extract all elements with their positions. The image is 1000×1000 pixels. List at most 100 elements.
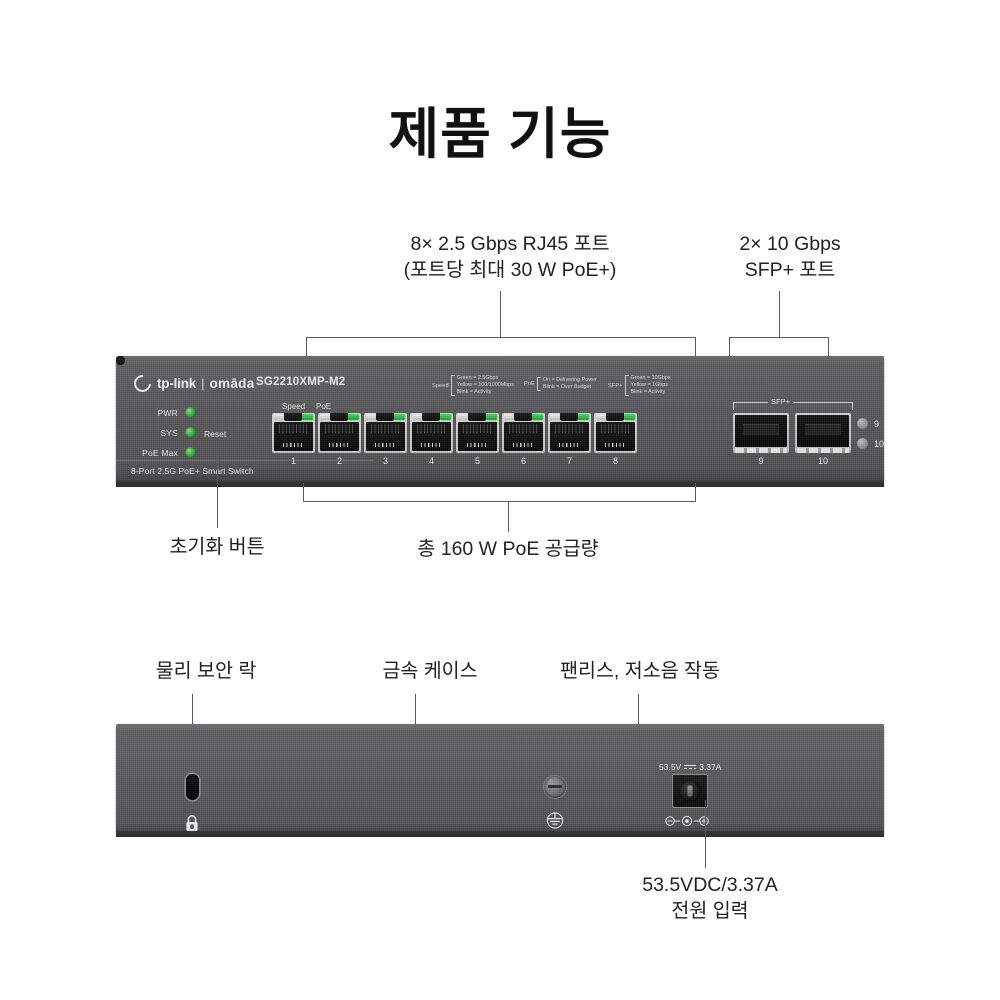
panel-divider: [116, 460, 374, 461]
rj45-port-group: [272, 413, 637, 453]
port-cavity: [320, 422, 359, 451]
rj45-port-number: 8: [612, 456, 618, 466]
power-input-jack[interactable]: [672, 774, 708, 808]
legend-speed: Speed Green = 2.5Gbps Yellow = 100/1000M…: [432, 375, 514, 397]
sfp-group-label: SFP+: [768, 397, 793, 406]
port-led-poe: [348, 414, 359, 420]
port-tab: [514, 413, 532, 421]
port-cavity: [550, 422, 589, 451]
port-cavity: [412, 422, 451, 451]
grounding-screw: [544, 776, 566, 798]
port-cavity: [366, 422, 405, 451]
rj45-port[interactable]: [456, 413, 499, 453]
led-label-pwr: PWR: [157, 407, 178, 418]
earth-ground-icon: [541, 812, 569, 834]
jack-pin: [687, 785, 693, 797]
bracket-poe-left: [303, 483, 305, 502]
sfp-port[interactable]: [733, 413, 789, 453]
sfp-port-group: [733, 413, 851, 453]
led-indicator-sys: SYS: [142, 427, 196, 438]
power-rating-current: 3.37A: [699, 762, 722, 772]
sfp-led-number: 10: [874, 438, 884, 449]
sfp-cage: [797, 415, 849, 447]
port-tab: [284, 413, 302, 421]
port-tab: [376, 413, 394, 421]
callout-reset-button: 초기화 버튼: [169, 536, 265, 558]
callout-metal-case: 금속 케이스: [382, 660, 478, 682]
rj45-port[interactable]: [502, 413, 545, 453]
bracket-sfp-top: [729, 337, 829, 339]
port-tab: [468, 413, 486, 421]
led-label-sys: SYS: [160, 427, 178, 438]
port-head-label-speed: Speed: [282, 402, 306, 411]
callout-power-input: 53.5VDC/3.37A 전원 입력: [642, 874, 778, 923]
sfp-led-indicator-10: 10: [857, 438, 884, 449]
port-led-speed: [504, 414, 515, 420]
port-head-label-poe: PoE: [316, 402, 332, 411]
rj45-port[interactable]: [410, 413, 453, 453]
brace-icon: [624, 375, 629, 397]
port-led-speed: [366, 414, 377, 420]
rj45-port[interactable]: [318, 413, 361, 453]
dc-polarity-icon: [664, 814, 710, 832]
brace-icon: [536, 377, 541, 392]
legend-sfp: SFP+ Green = 10Gbps Yellow = 1Gbps Blink…: [608, 375, 671, 397]
sfp-led-dot: [857, 418, 868, 429]
led-indicator-poe-max: PoE Max: [142, 447, 196, 458]
rj45-port[interactable]: [272, 413, 315, 453]
port-led-speed: [320, 414, 331, 420]
port-led-poe: [624, 414, 635, 420]
led-dot-poe-max: [185, 447, 196, 458]
rj45-port[interactable]: [548, 413, 591, 453]
front-panel-bottom-edge: [116, 481, 884, 487]
rj45-port[interactable]: [594, 413, 637, 453]
rj45-port-number: 5: [474, 456, 480, 466]
rj45-port-numbers: 1 2 3 4 5 6 7 8: [272, 456, 637, 466]
page-title: 제품 기능: [388, 103, 612, 165]
tplink-logo-icon: [130, 371, 155, 396]
power-rating-marking: 53.5V 3.37A: [659, 762, 721, 772]
led-label-poe-max: PoE Max: [142, 447, 178, 458]
rj45-port-number: 7: [566, 456, 572, 466]
sfp-port-number: 9: [758, 456, 764, 466]
switch-front-panel: tp-link | omāda SG2210XMP-M2 PWR SYS PoE…: [116, 356, 884, 484]
reset-button[interactable]: [116, 356, 125, 365]
port-led-poe: [532, 414, 543, 420]
port-tab: [330, 413, 348, 421]
sfp-port[interactable]: [795, 413, 851, 453]
rear-panel-bottom-edge: [116, 831, 884, 837]
leader-power-input: [705, 800, 707, 868]
port-led-poe: [302, 414, 313, 420]
kensington-lock-slot[interactable]: [186, 774, 199, 800]
port-led-speed: [412, 414, 423, 420]
bracket-sfp-right: [828, 337, 830, 357]
rj45-port-number: 4: [428, 456, 434, 466]
rj45-port[interactable]: [364, 413, 407, 453]
reset-label: Reset: [204, 429, 227, 439]
callout-rj45-ports: 8× 2.5 Gbps RJ45 포트 (포트당 최대 30 W PoE+): [403, 233, 617, 282]
legend-poe: PoE On = Delivering Power Blink = Over B…: [524, 377, 597, 392]
port-cavity: [274, 422, 313, 451]
bracket-poe-bottom: [303, 501, 696, 503]
brand-logo: tp-link | omāda: [130, 371, 255, 396]
port-led-speed: [274, 414, 285, 420]
product-description-string: 8-Port 2.5G PoE+ Smart Switch: [131, 466, 254, 476]
port-led-speed: [550, 414, 561, 420]
port-cavity: [504, 422, 543, 451]
sfp-floor: [797, 448, 849, 453]
led-dot-sys: [185, 427, 196, 438]
port-led-speed: [458, 414, 469, 420]
legend-lines-sfp: Green = 10Gbps Yellow = 1Gbps Blink = Ac…: [630, 375, 671, 396]
legend-key-speed: Speed: [432, 382, 449, 389]
port-tab: [422, 413, 440, 421]
dc-current-icon: [684, 764, 697, 770]
leader-sfp: [779, 291, 781, 337]
brand-omada: omāda: [209, 376, 255, 391]
port-tab: [560, 413, 578, 421]
sfp-led-indicator-9: 9: [857, 418, 879, 429]
port-led-speed: [596, 414, 607, 420]
brand-tplink: tp-link: [157, 376, 197, 391]
switch-rear-panel: 53.5V 3.37A: [116, 724, 884, 834]
callout-security-lock: 물리 보안 락: [155, 660, 257, 682]
rj45-port-number: 6: [520, 456, 526, 466]
